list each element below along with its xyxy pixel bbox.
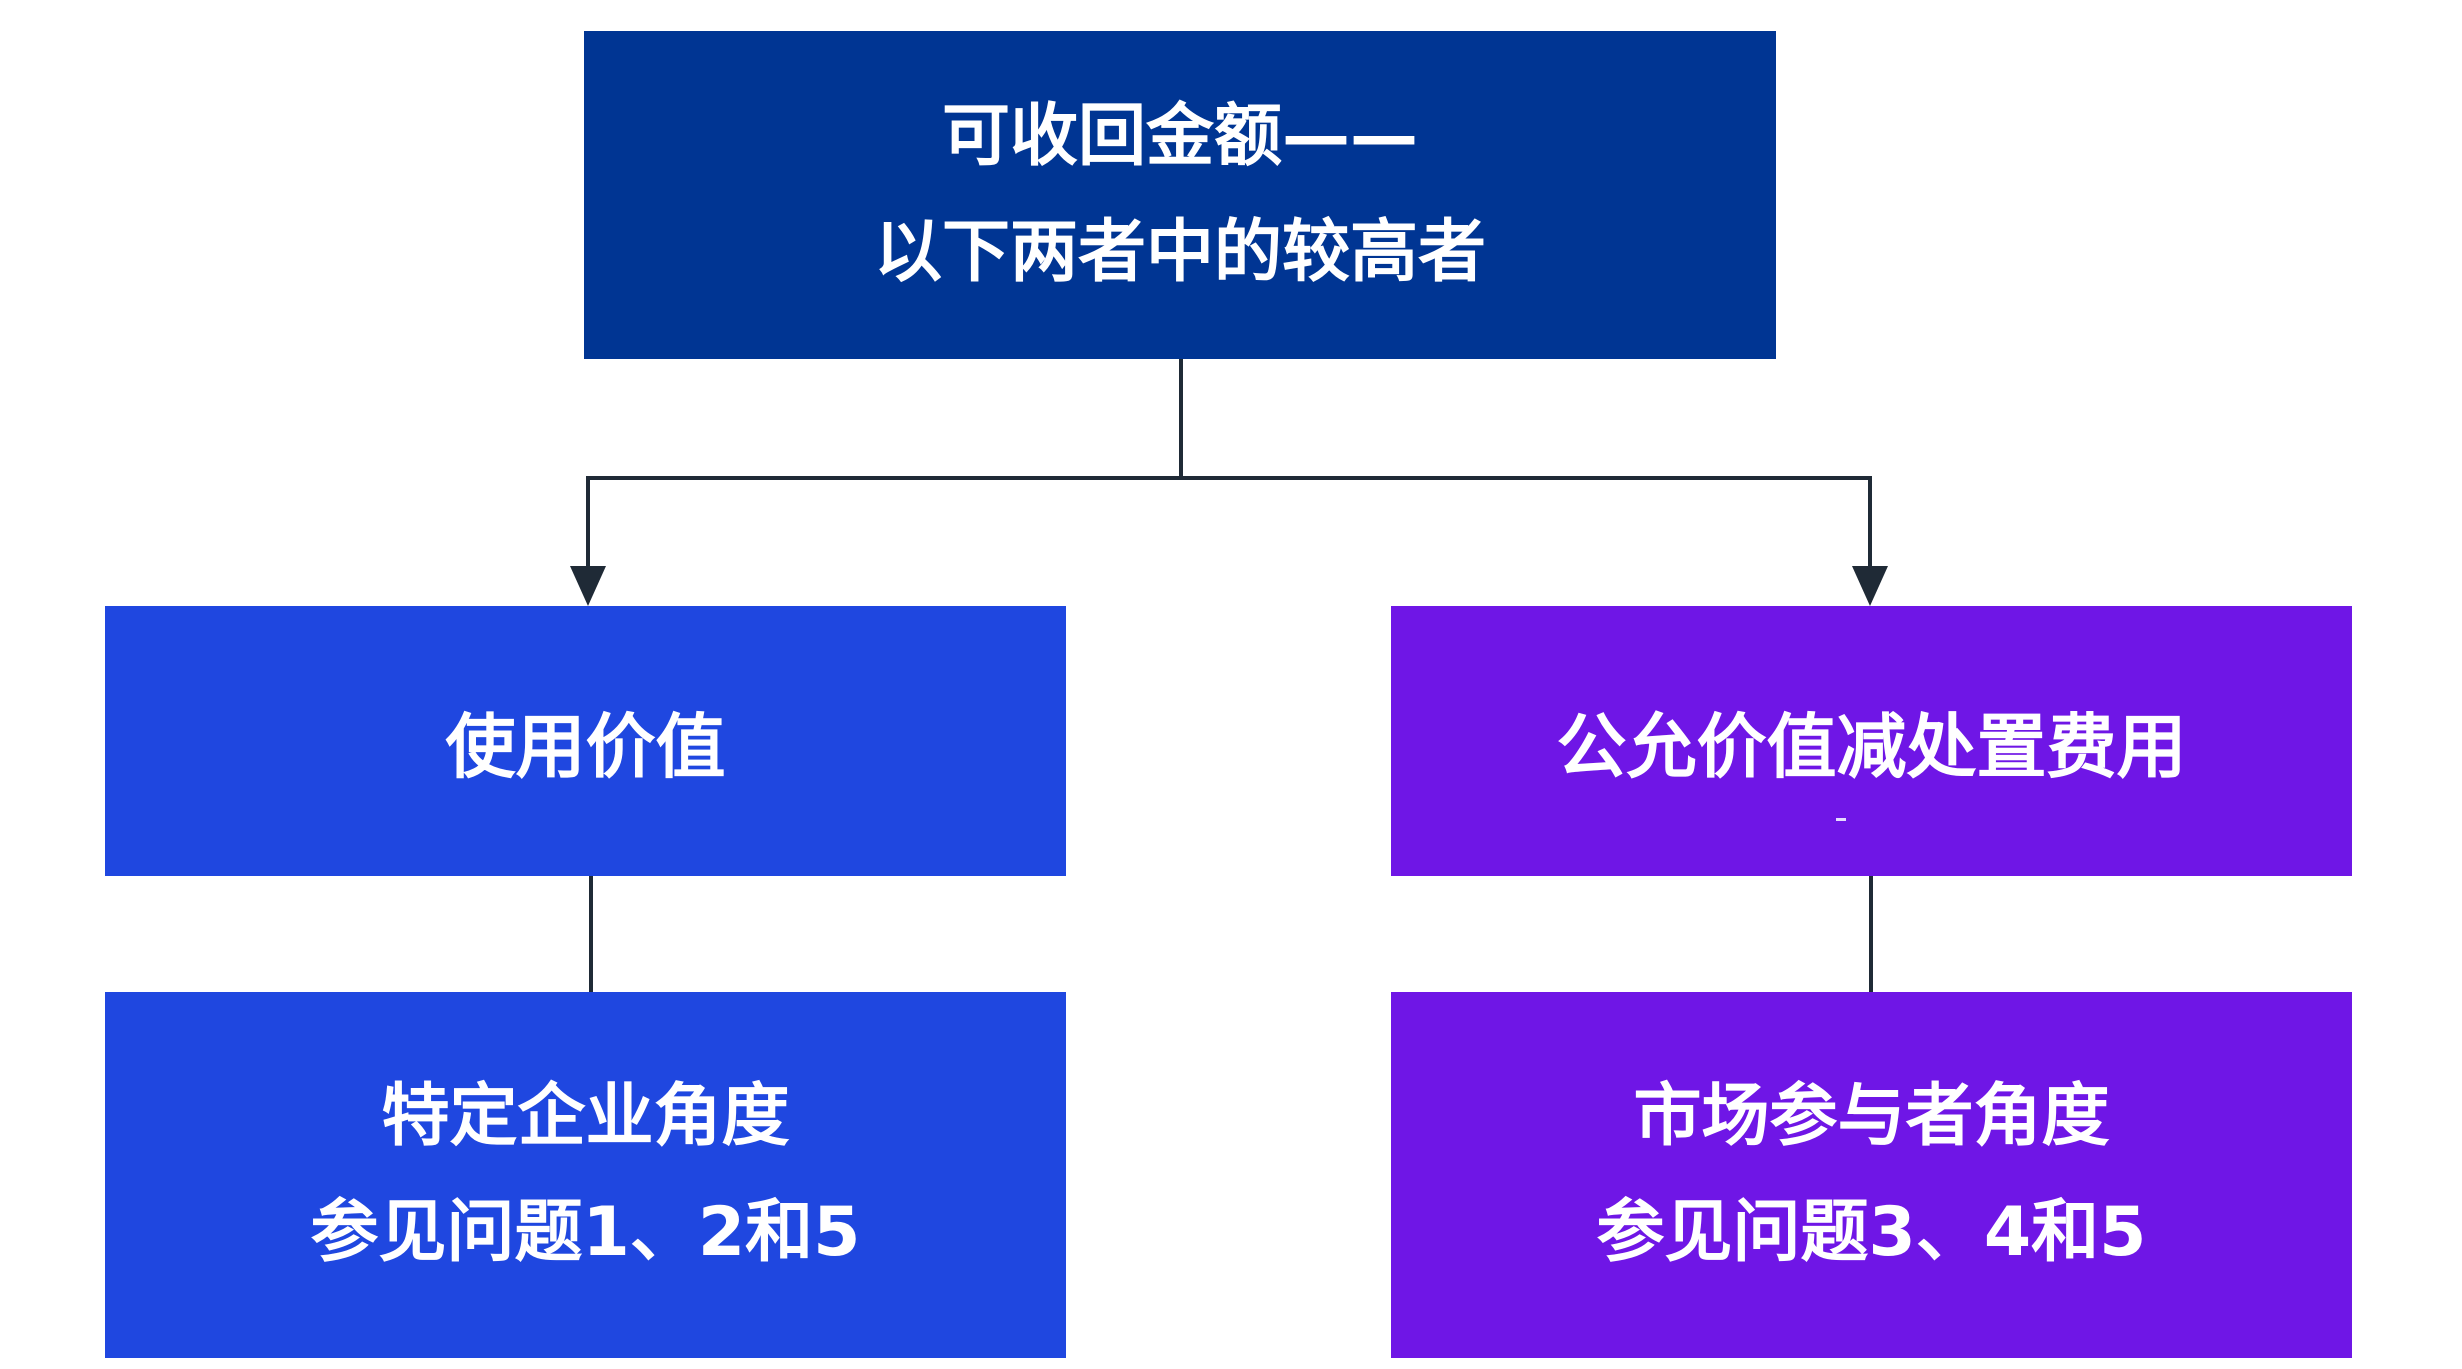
entity-perspective-line-2: 参见问题1、2和5 — [310, 1193, 861, 1272]
entity-perspective-box: 特定企业角度 参见问题1、2和5 — [105, 992, 1066, 1358]
market-participant-line-1: 市场参与者角度 — [1633, 1077, 2110, 1156]
value-in-use-box: 使用价值 — [105, 606, 1066, 876]
fair-value-less-costs-title: 公允价值减处置费用 — [1556, 705, 2187, 788]
top-box-line-1: 可收回金额—— — [941, 97, 1418, 176]
market-participant-line-2: 参见问题3、4和5 — [1596, 1193, 2147, 1272]
market-participant-box: 市场参与者角度 参见问题3、4和5 — [1391, 992, 2352, 1358]
right-arrow-head — [1852, 566, 1888, 606]
stray-dash-mark — [1836, 818, 1846, 821]
left-arrow-head — [570, 566, 606, 606]
entity-perspective-line-1: 特定企业角度 — [381, 1077, 790, 1156]
value-in-use-title: 使用价值 — [445, 705, 726, 788]
fair-value-less-costs-box: 公允价值减处置费用 — [1391, 606, 2352, 876]
top-box-line-2: 以下两者中的较高者 — [873, 213, 1486, 292]
recoverable-amount-box: 可收回金额—— 以下两者中的较高者 — [584, 31, 1776, 359]
